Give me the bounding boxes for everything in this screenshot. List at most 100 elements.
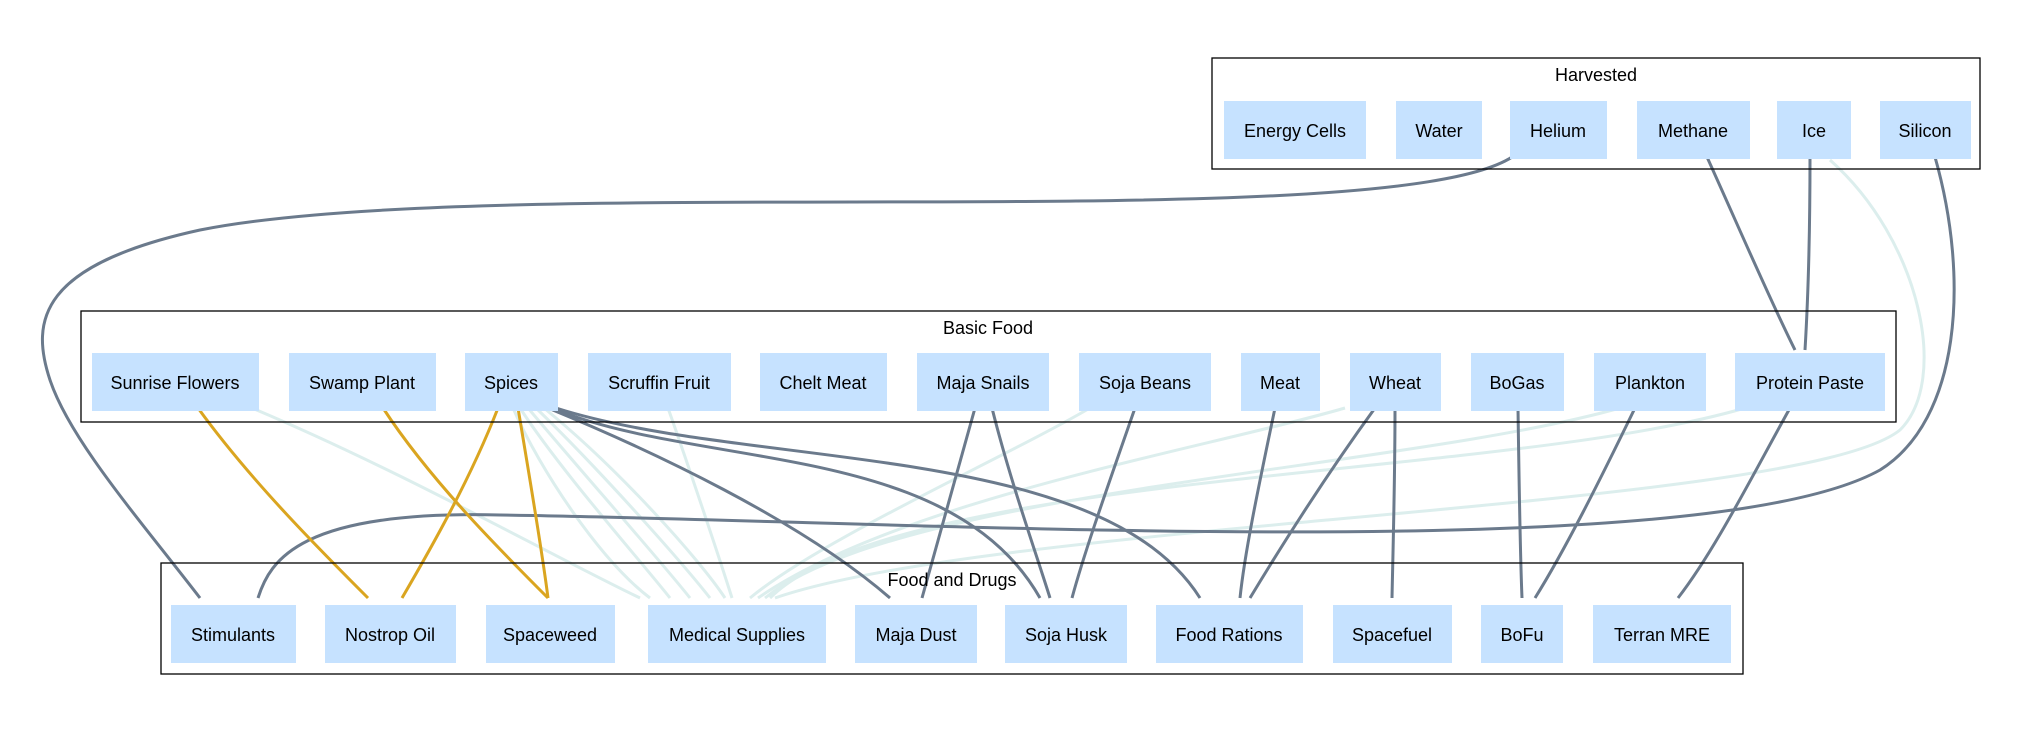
- node-meat-box: [1241, 353, 1320, 411]
- edge-spices-to-medical-supplies-4: [534, 406, 712, 599]
- node-soja-beans-label: Soja Beans: [1099, 373, 1191, 393]
- cluster-food-and-drugs-border: [160, 562, 1744, 675]
- node-water[interactable]: Water: [1396, 101, 1482, 159]
- node-nostrop-oil-label: Nostrop Oil: [345, 625, 435, 645]
- node-food-rations[interactable]: Food Rations: [1156, 605, 1303, 663]
- node-food-rations-label: Food Rations: [1175, 625, 1282, 645]
- node-energy-cells[interactable]: Energy Cells: [1224, 101, 1366, 159]
- node-medical-supplies-label: Medical Supplies: [669, 625, 805, 645]
- node-food-rations-box: [1156, 605, 1303, 663]
- node-scruffin-fruit[interactable]: Scruffin Fruit: [588, 353, 731, 411]
- node-protein-paste[interactable]: Protein Paste: [1735, 353, 1885, 411]
- node-plankton-box: [1594, 353, 1706, 411]
- node-energy-cells-box: [1224, 101, 1366, 159]
- edge-ice-to-protein-paste: [1803, 156, 1812, 351]
- cluster-harvested-label: Harvested: [1555, 65, 1637, 85]
- node-spaceweed-label: Spaceweed: [503, 625, 597, 645]
- node-soja-husk-label: Soja Husk: [1025, 625, 1108, 645]
- node-spacefuel-label: Spacefuel: [1352, 625, 1432, 645]
- node-soja-beans[interactable]: Soja Beans: [1079, 353, 1211, 411]
- node-spacefuel-box: [1333, 605, 1452, 663]
- node-ice[interactable]: Ice: [1777, 101, 1851, 159]
- node-maja-snails-label: Maja Snails: [936, 373, 1029, 393]
- edge-soja-beans-to-soja-husk: [1070, 407, 1137, 599]
- cluster-harvested: Harvested: [1211, 57, 1981, 170]
- edge-spices-to-medical-supplies-3: [526, 407, 692, 599]
- edge-maja-snails-to-maja-dust: [920, 407, 977, 599]
- node-terran-mre-label: Terran MRE: [1614, 625, 1710, 645]
- edge-swamp-plant-to-spaceweed: [381, 407, 550, 600]
- edge-sunrise-flowers-to-medical-supplies: [251, 406, 641, 600]
- cluster-basic-food-label: Basic Food: [943, 318, 1033, 338]
- node-soja-husk[interactable]: Soja Husk: [1005, 605, 1127, 663]
- node-spaceweed-box: [486, 605, 615, 663]
- cluster-basic-food: Basic Food: [80, 310, 1897, 423]
- edge-spices-to-nostrop-oil: [400, 407, 500, 599]
- node-spacefuel[interactable]: Spacefuel: [1333, 605, 1452, 663]
- edge-wheat-to-food-rations: [1248, 407, 1377, 599]
- node-chelt-meat[interactable]: Chelt Meat: [760, 353, 887, 411]
- node-maja-dust[interactable]: Maja Dust: [855, 605, 977, 663]
- node-sunrise-flowers-box: [92, 353, 259, 411]
- edge-soja-beans-to-medical-supplies: [749, 406, 1091, 600]
- node-medical-supplies-box: [648, 605, 826, 663]
- edge-bogas-to-bofu: [1516, 407, 1524, 599]
- node-stimulants-box: [171, 605, 296, 663]
- node-ice-label: Ice: [1802, 121, 1826, 141]
- edge-protein-paste-to-terran-mre: [1676, 407, 1792, 599]
- node-sunrise-flowers-label: Sunrise Flowers: [110, 373, 239, 393]
- node-spices[interactable]: Spices: [465, 353, 558, 411]
- node-stimulants-label: Stimulants: [191, 625, 275, 645]
- node-maja-snails-box: [917, 353, 1049, 411]
- node-swamp-plant[interactable]: Swamp Plant: [289, 353, 436, 411]
- node-wheat[interactable]: Wheat: [1350, 353, 1441, 411]
- edge-wheat-to-medical-supplies: [757, 406, 1346, 600]
- node-meat-label: Meat: [1260, 373, 1300, 393]
- cluster-harvested-border: [1211, 57, 1981, 170]
- node-helium[interactable]: Helium: [1510, 101, 1607, 159]
- node-terran-mre[interactable]: Terran MRE: [1593, 605, 1731, 663]
- edge-helium-to-stimulants: [40, 153, 1516, 599]
- edge-ice-to-medical-supplies: [774, 158, 1926, 600]
- node-maja-snails[interactable]: Maja Snails: [917, 353, 1049, 411]
- node-silicon[interactable]: Silicon: [1880, 101, 1971, 159]
- cluster-food-and-drugs: Food and Drugs: [160, 562, 1744, 675]
- node-stimulants[interactable]: Stimulants: [171, 605, 296, 663]
- node-plankton[interactable]: Plankton: [1594, 353, 1706, 411]
- edge-spices-to-medical-supplies-5: [543, 406, 727, 599]
- node-sunrise-flowers[interactable]: Sunrise Flowers: [92, 353, 259, 411]
- node-ice-box: [1777, 101, 1851, 159]
- node-swamp-plant-label: Swamp Plant: [309, 373, 415, 393]
- node-silicon-label: Silicon: [1898, 121, 1951, 141]
- node-medical-supplies[interactable]: Medical Supplies: [648, 605, 826, 663]
- edge-plankton-to-medical-supplies: [764, 406, 1621, 600]
- edge-sunrise-flowers-to-nostrop-oil: [196, 407, 370, 600]
- edge-wheat-to-spacefuel: [1390, 407, 1397, 599]
- node-scruffin-fruit-box: [588, 353, 731, 411]
- node-nostrop-oil[interactable]: Nostrop Oil: [325, 605, 456, 663]
- node-methane-label: Methane: [1658, 121, 1728, 141]
- edge-plankton-to-bofu: [1533, 407, 1637, 599]
- node-maja-dust-label: Maja Dust: [875, 625, 956, 645]
- edge-spices-to-medical-supplies-1: [511, 407, 651, 600]
- node-silicon-box: [1880, 101, 1971, 159]
- node-protein-paste-label: Protein Paste: [1756, 373, 1864, 393]
- node-maja-dust-box: [855, 605, 977, 663]
- node-spices-label: Spices: [484, 373, 538, 393]
- node-bofu[interactable]: BoFu: [1481, 605, 1563, 663]
- node-plankton-label: Plankton: [1615, 373, 1685, 393]
- node-nostrop-oil-box: [325, 605, 456, 663]
- node-helium-box: [1510, 101, 1607, 159]
- node-chelt-meat-label: Chelt Meat: [779, 373, 866, 393]
- node-bogas[interactable]: BoGas: [1471, 353, 1564, 411]
- node-spaceweed[interactable]: Spaceweed: [486, 605, 615, 663]
- edge-methane-to-protein-paste: [1705, 156, 1797, 351]
- edge-scruffin-fruit-to-medical-supplies: [666, 407, 734, 599]
- edge-spices-to-spaceweed: [516, 407, 550, 599]
- node-meat[interactable]: Meat: [1241, 353, 1320, 411]
- edge-meat-to-food-rations: [1238, 407, 1277, 599]
- node-terran-mre-box: [1593, 605, 1731, 663]
- node-methane[interactable]: Methane: [1637, 101, 1750, 159]
- node-wheat-box: [1350, 353, 1441, 411]
